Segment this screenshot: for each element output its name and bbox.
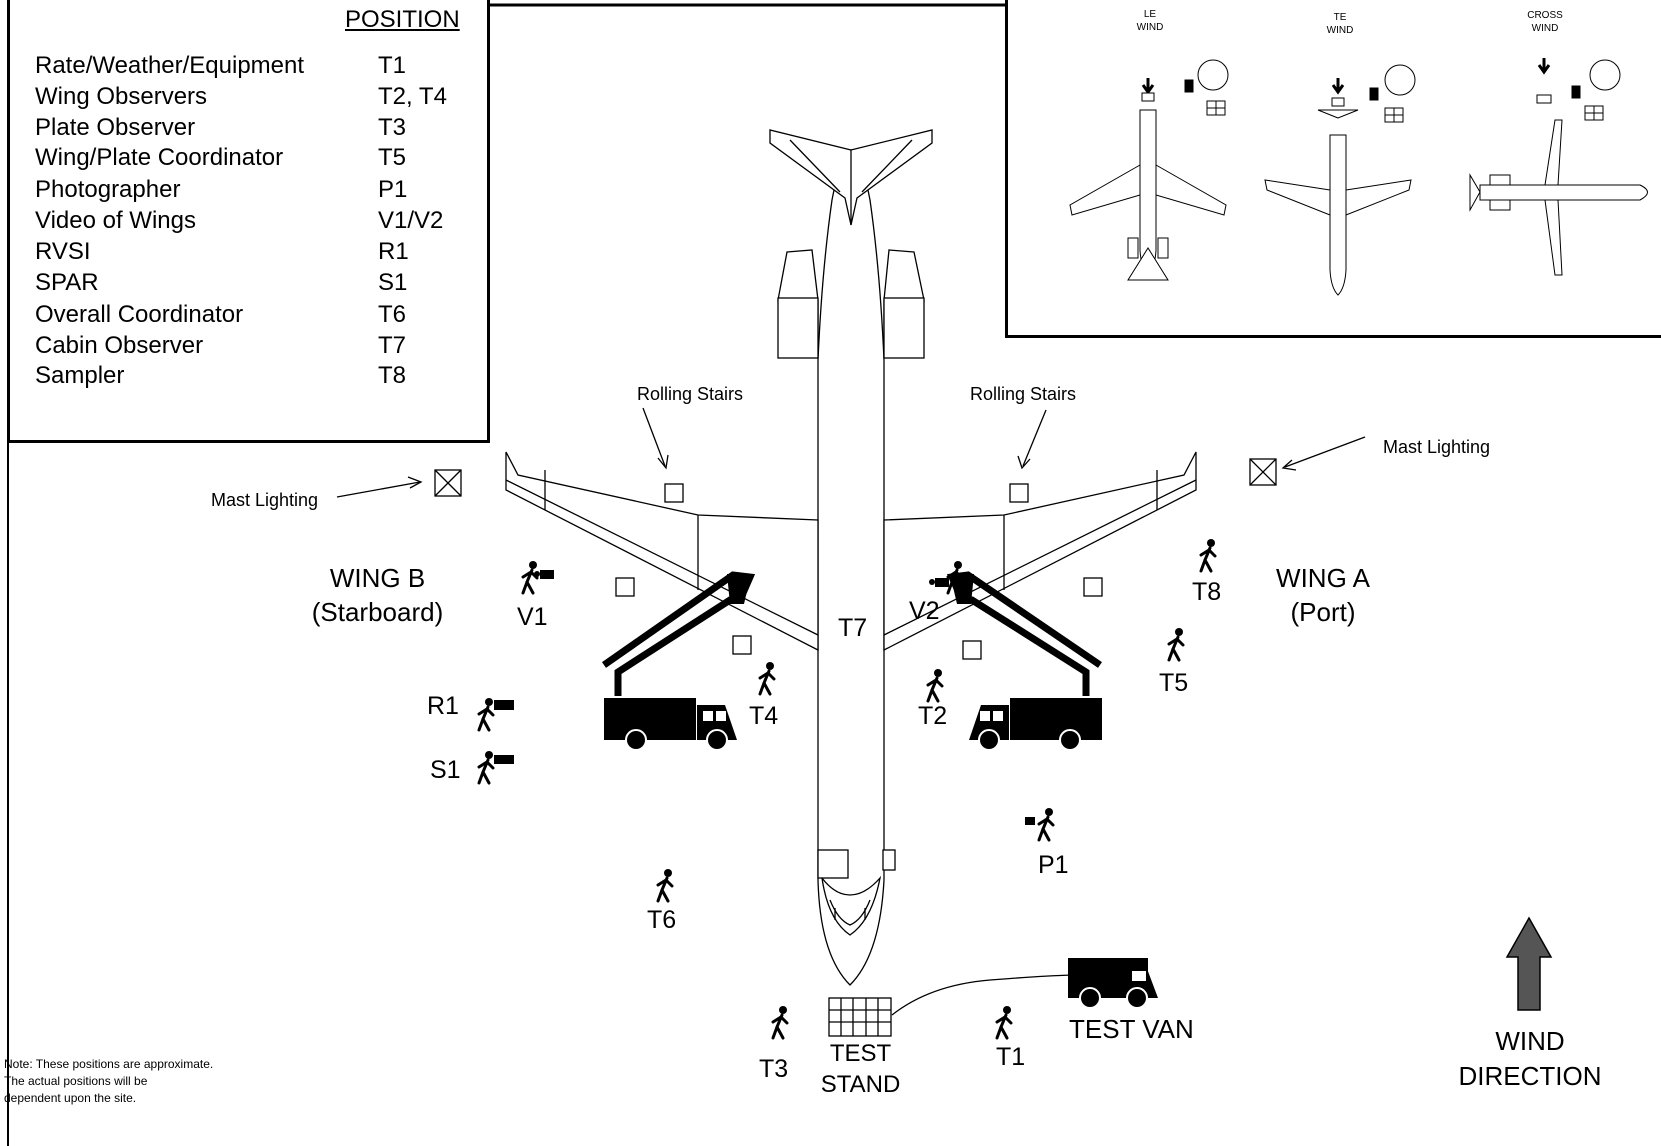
inset-aircraft-te xyxy=(1264,64,1416,296)
pos-v1: V1 xyxy=(517,603,548,631)
pos-t1: T1 xyxy=(996,1043,1026,1071)
legend-role: Wing Observers xyxy=(35,83,208,110)
mast-lighting-left-label: Mast Lighting xyxy=(211,490,319,510)
test-cable xyxy=(891,974,1073,1016)
test-van xyxy=(1068,958,1158,1009)
legend-role: Photographer xyxy=(35,176,181,203)
legend-role: Sampler xyxy=(35,362,125,389)
rolling-stairs-right-label: Rolling Stairs xyxy=(970,384,1077,404)
pos-t3: T3 xyxy=(759,1055,789,1083)
pos-s1: S1 xyxy=(430,756,461,784)
legend-role: Video of Wings xyxy=(35,207,196,234)
legend-code: R1 xyxy=(378,238,409,265)
mast-lighting-right xyxy=(1249,458,1277,486)
wing-b-label: WING B(Starboard) xyxy=(311,563,444,627)
legend-role: Rate/Weather/Equipment xyxy=(35,52,305,79)
inset-aircraft-le xyxy=(1069,59,1229,281)
legend-role: SPAR xyxy=(35,269,99,296)
legend-role: Plate Observer xyxy=(35,114,196,141)
pos-t2: T2 xyxy=(918,702,948,730)
legend-code: T1 xyxy=(378,52,407,79)
legend-code: T2, T4 xyxy=(378,83,447,110)
legend-role: Overall Coordinator xyxy=(35,301,244,328)
legend-code: T3 xyxy=(378,114,407,141)
pos-t5: T5 xyxy=(1159,669,1189,697)
legend-code: V1/V2 xyxy=(378,207,444,234)
test-stand-grid xyxy=(828,997,892,1037)
legend-code: T7 xyxy=(378,332,407,359)
callout-arrows xyxy=(336,407,1366,498)
legend-role: Wing/Plate Coordinator xyxy=(35,144,284,171)
pos-r1: R1 xyxy=(427,692,459,720)
inset-aircraft-cross xyxy=(1469,58,1648,276)
pos-t7: T7 xyxy=(838,614,868,642)
legend-code: T8 xyxy=(378,362,407,389)
legend-code: S1 xyxy=(378,269,408,296)
personnel-figures xyxy=(477,537,1217,1040)
legend-code: P1 xyxy=(378,176,408,203)
wind-orientation-inset xyxy=(1005,0,1661,338)
pos-t4: T4 xyxy=(749,702,779,730)
mast-lighting-right-label: Mast Lighting xyxy=(1383,437,1491,457)
pos-t6: T6 xyxy=(647,906,677,934)
pos-v2: V2 xyxy=(909,597,940,625)
legend-role: Cabin Observer xyxy=(35,332,204,359)
mast-lighting-left xyxy=(434,469,462,497)
legend-code: T5 xyxy=(378,144,407,171)
wing-a-label: WING A(Port) xyxy=(1276,563,1370,627)
plate-squares xyxy=(615,483,1103,660)
deicing-truck-left xyxy=(601,571,756,751)
pos-t8: T8 xyxy=(1192,578,1222,606)
pos-p1: P1 xyxy=(1038,851,1069,879)
test-van-label: TEST VAN xyxy=(1069,1014,1194,1044)
legend-code: T6 xyxy=(378,301,407,328)
wind-direction-arrow xyxy=(1505,916,1553,1011)
deicing-truck-right xyxy=(946,571,1102,751)
rolling-stairs-left-label: Rolling Stairs xyxy=(637,384,744,404)
site-note: Note: These positions are approximate. T… xyxy=(4,1057,214,1105)
legend-title: POSITION xyxy=(345,6,460,33)
legend-role: RVSI xyxy=(35,238,91,265)
